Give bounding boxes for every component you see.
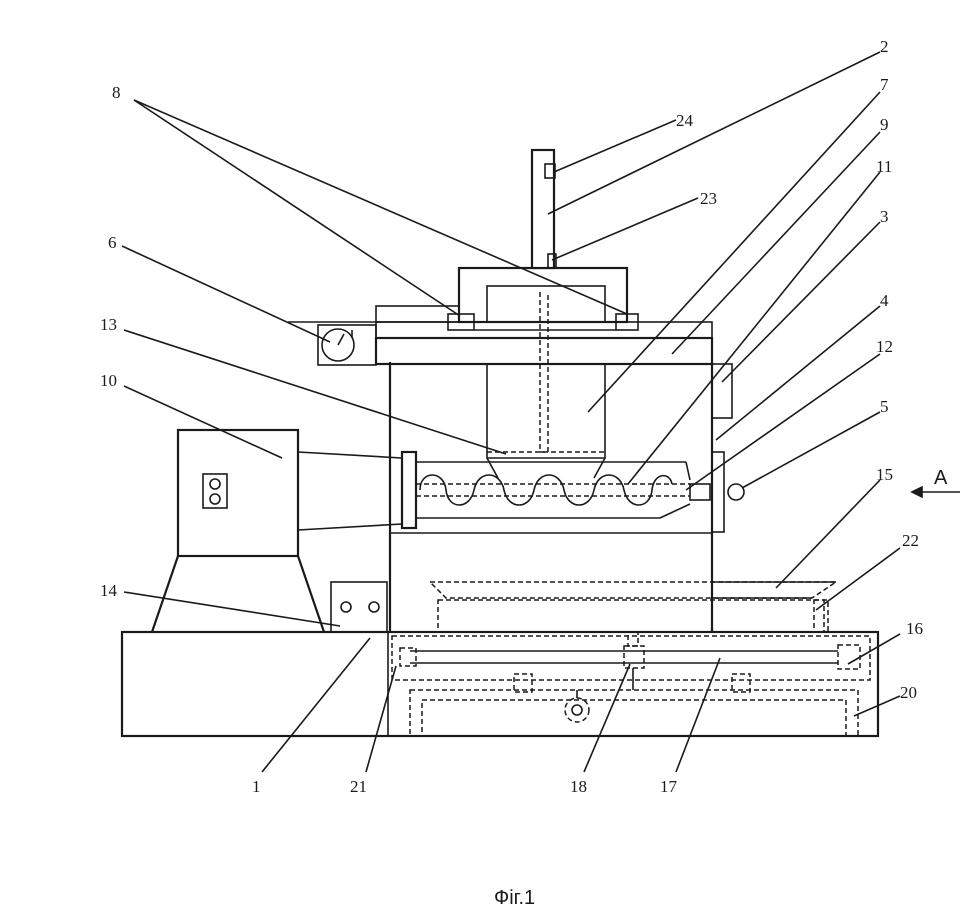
right-side-parts xyxy=(711,363,745,533)
label-2: 2 xyxy=(880,37,889,56)
label-14: 14 xyxy=(100,581,118,600)
tray xyxy=(428,581,839,633)
label-11: 11 xyxy=(876,157,892,176)
label-6: 6 xyxy=(108,233,117,252)
label-16: 16 xyxy=(906,619,923,638)
label-24: 24 xyxy=(676,111,694,130)
label-5: 5 xyxy=(880,397,889,416)
label-22: 22 xyxy=(902,531,919,550)
label-12: 12 xyxy=(876,337,893,356)
label-23: 23 xyxy=(700,189,717,208)
label-15: 15 xyxy=(876,465,893,484)
labels: 8 2 7 24 9 11 23 3 6 4 13 12 10 5 15 A 2… xyxy=(100,37,948,796)
screw-conveyor xyxy=(400,450,711,530)
motor-unit xyxy=(150,428,403,633)
label-8: 8 xyxy=(112,83,121,102)
label-9: 9 xyxy=(880,115,889,134)
leader-lines xyxy=(121,51,960,773)
pressure-gauge xyxy=(317,324,377,366)
label-7: 7 xyxy=(880,75,889,94)
label-20: 20 xyxy=(900,683,917,702)
label-10: 10 xyxy=(100,371,117,390)
vertical-column xyxy=(530,148,557,270)
label-21: 21 xyxy=(350,777,367,796)
label-18: 18 xyxy=(570,777,587,796)
label-13: 13 xyxy=(100,315,117,334)
press-head xyxy=(447,266,639,331)
base-frame xyxy=(120,630,880,738)
figure-caption: Фіг.1 xyxy=(494,887,535,909)
main-housing xyxy=(388,362,714,632)
view-marker-a: A xyxy=(934,467,948,489)
label-17: 17 xyxy=(660,777,678,796)
dashed-rail-system xyxy=(391,631,871,737)
label-1: 1 xyxy=(252,777,261,796)
label-3: 3 xyxy=(880,207,889,226)
label-4: 4 xyxy=(880,291,889,310)
